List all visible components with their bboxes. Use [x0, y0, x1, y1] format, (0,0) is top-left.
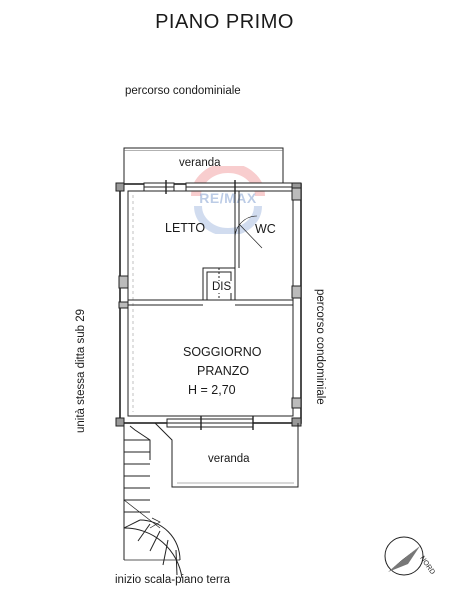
room-letto-label: LETTO — [165, 221, 206, 235]
stair-start-label: inizio scala-piano terra — [115, 574, 231, 586]
remax-logo-text: RE/MAX — [199, 190, 257, 206]
top-veranda-outline — [123, 147, 284, 184]
room-wc-label: WC — [255, 222, 276, 236]
north-arrow-icon — [384, 536, 424, 576]
ceiling-height-label: H = 2,70 — [188, 383, 236, 397]
bottom-veranda-outline — [154, 422, 299, 488]
plan-title: PIANO PRIMO — [155, 11, 294, 33]
top-window-right — [185, 182, 293, 192]
room-pranzo-label: PRANZO — [197, 364, 250, 378]
top-path-label: percorso condominiale — [125, 85, 241, 97]
veranda-bottom-label: veranda — [208, 453, 250, 465]
room-soggiorno-label: SOGGIORNO — [183, 345, 262, 359]
room-dis-label: DIS — [211, 281, 233, 293]
veranda-top-label: veranda — [179, 157, 221, 169]
spiral-stair — [123, 425, 183, 579]
top-window-left — [143, 182, 175, 192]
